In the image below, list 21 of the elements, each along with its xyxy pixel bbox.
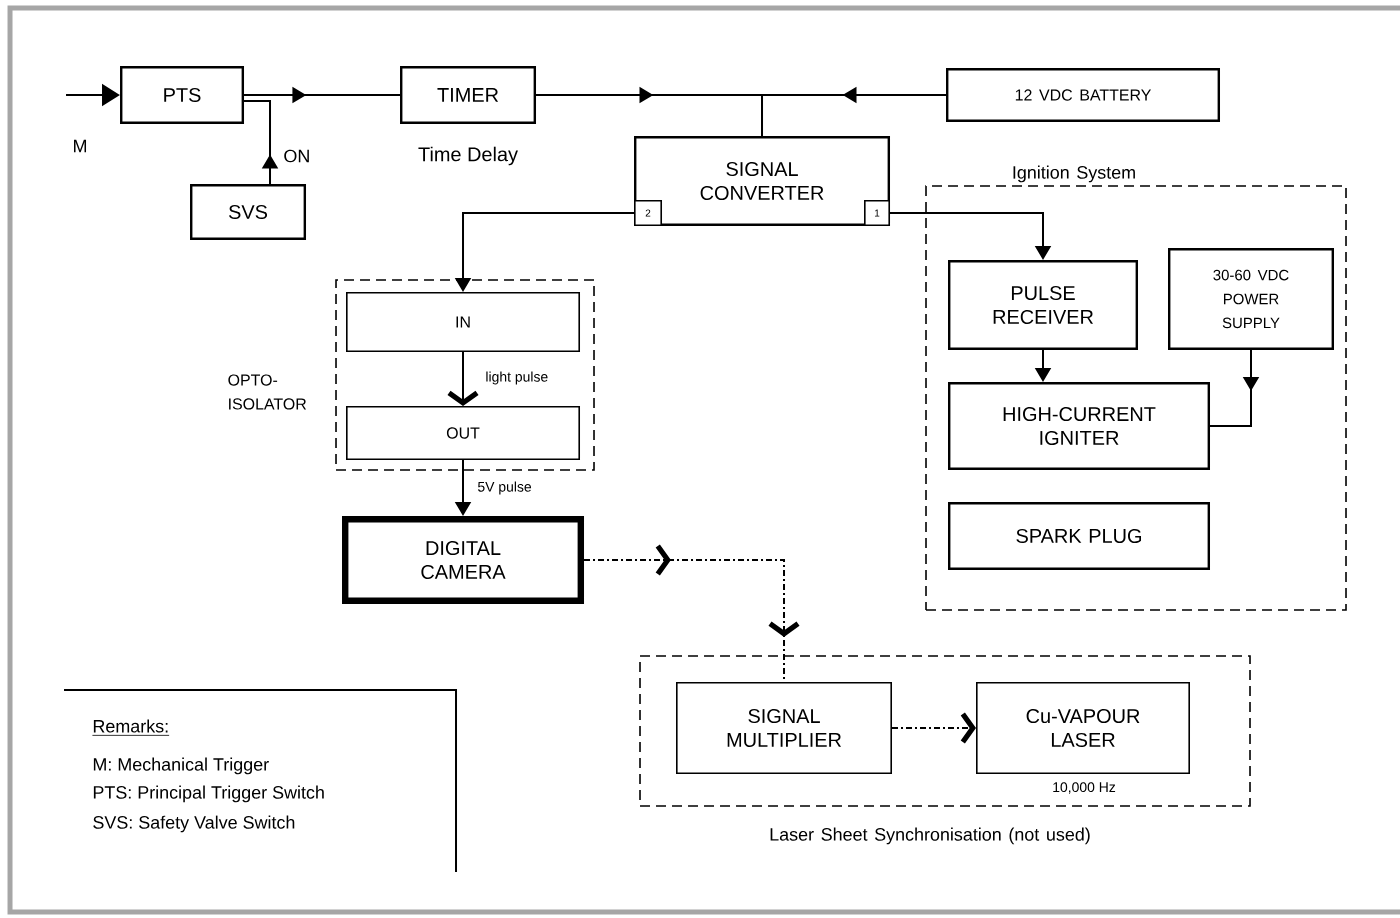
- remarks-text: SVS: Safety Valve Switch: [93, 815, 295, 833]
- arrow: [891, 712, 976, 744]
- node-label: Laser Sheet Synchronisation (not used): [770, 827, 1090, 845]
- note-text: Time Delay: [418, 146, 518, 166]
- process-box: SVS: [190, 184, 306, 240]
- arrow: [1209, 349, 1260, 427]
- remarks-text: PTS: Principal Trigger Switch: [93, 785, 324, 803]
- process-box: Cu-VAPOUR LASER: [976, 682, 1190, 774]
- process-box: TIMER: [400, 66, 537, 124]
- arrow: [447, 351, 479, 406]
- edge-label: ON: [282, 148, 312, 164]
- remarks-heading: Remarks:: [92, 719, 170, 736]
- remarks-text: M: Mechanical Trigger: [93, 757, 269, 775]
- node-label: Ignition System: [1013, 165, 1135, 183]
- process-box: PULSE RECEIVER: [948, 260, 1138, 350]
- process-box: HIGH-CURRENT IGNITER: [948, 382, 1210, 470]
- edge-label: M: [71, 138, 89, 154]
- process-box: PTS: [120, 66, 244, 124]
- process-box: SIGNAL MULTIPLIER: [676, 682, 892, 774]
- process-box: SPARK PLUG: [948, 502, 1210, 570]
- process-box: DIGITAL CAMERA: [342, 515, 585, 604]
